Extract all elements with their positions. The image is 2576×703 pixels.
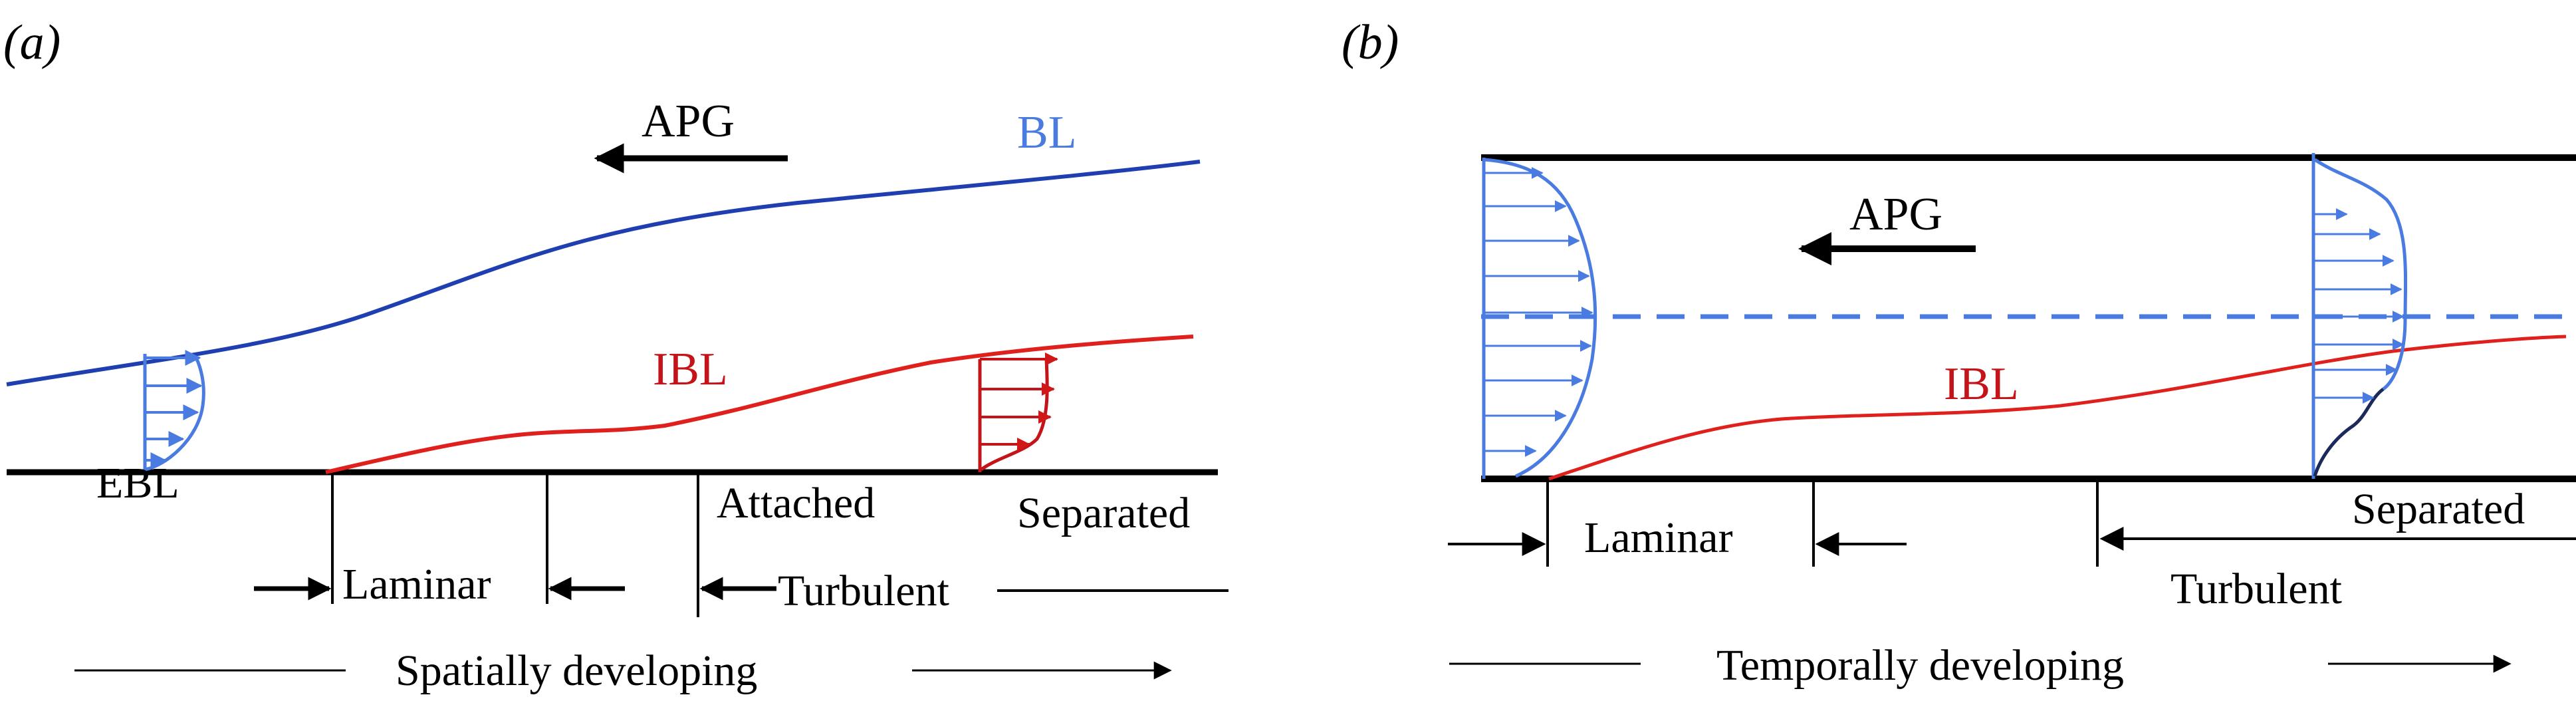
apg-label-b: APG (1849, 189, 1942, 240)
ibl-curve-a (325, 335, 1194, 474)
panel-b: (b) APG IBL (1342, 15, 2576, 690)
apg-label-a: APG (642, 96, 735, 147)
laminar-label-a: Laminar (342, 560, 491, 609)
ibl-label-b: IBL (1944, 358, 2019, 410)
turbulent-label-a: Turbulent (778, 567, 949, 615)
ebl-velocity-profile (143, 350, 205, 472)
panel-a-label: (a) (3, 15, 60, 70)
bl-label: BL (1017, 107, 1076, 158)
ebl-label: EBL (96, 459, 179, 507)
attached-label: Attached (717, 479, 875, 527)
panel-a: (a) BL APG EBL IBL (3, 15, 1229, 695)
separated-velocity-profile-a (978, 352, 1058, 472)
ibl-curve-b (1548, 335, 2567, 481)
panel-b-label: (b) (1342, 15, 1399, 70)
developing-label-a: Spatially developing (396, 646, 757, 695)
laminar-label-b: Laminar (1584, 513, 1733, 562)
separated-label-a: Separated (1017, 489, 1190, 537)
separated-label-b: Separated (2352, 485, 2525, 533)
separated-velocity-profile-b (2311, 153, 2408, 479)
bl-curve (6, 160, 1201, 386)
developing-label-b: Temporally developing (1716, 641, 2124, 690)
turbulent-label-b: Turbulent (2170, 565, 2342, 613)
ibl-label-a: IBL (653, 344, 728, 395)
laminar-velocity-profile-b (1482, 158, 1597, 479)
